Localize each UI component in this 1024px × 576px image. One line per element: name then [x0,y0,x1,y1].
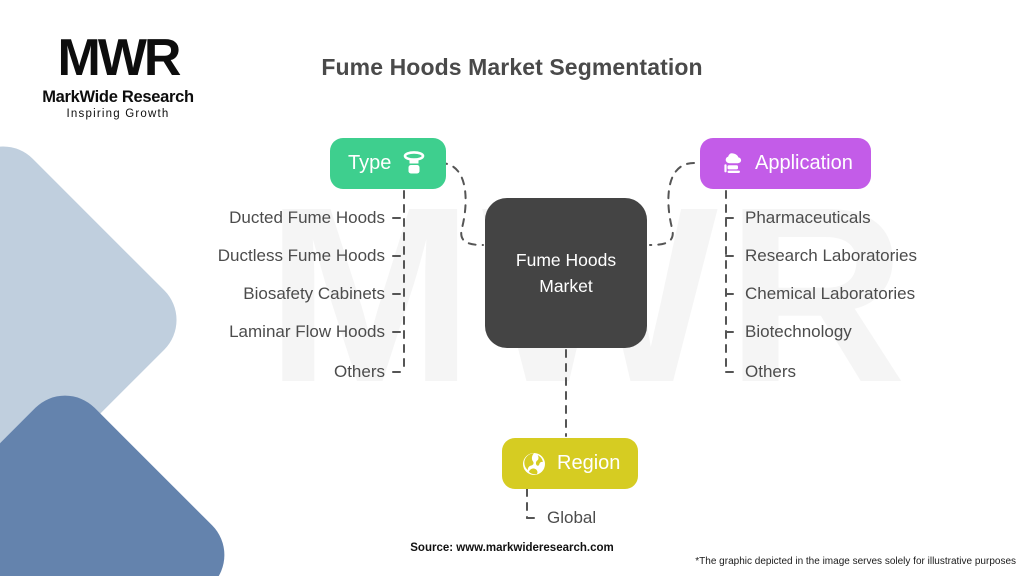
curve-application-to-center [649,162,695,246]
page-title: Fume Hoods Market Segmentation [321,54,703,80]
badge-type[interactable]: Type [330,138,447,189]
application-item-0: Pharmaceuticals [745,208,871,227]
application-item-3: Biotechnology [745,322,852,341]
globe-icon [523,452,545,475]
badge-region-label: Region [557,452,621,474]
disclaimer-text: *The graphic depicted in the image serve… [695,556,1016,567]
application-item-2: Chemical Laboratories [745,284,916,303]
type-item-3: Laminar Flow Hoods [229,322,385,341]
type-item-1: Ductless Fume Hoods [217,246,385,265]
curve-type-to-center [439,162,484,246]
logo-company-name: MarkWide Research [42,88,194,106]
type-item-0: Ducted Fume Hoods [229,208,385,227]
type-item-2: Biosafety Cabinets [243,284,385,303]
center-node-line2: Market [539,276,593,296]
badge-type-label: Type [348,152,392,174]
company-logo: MWR MarkWide Research Inspiring Growth [28,32,208,120]
application-item-4: Others [745,362,797,381]
badge-application[interactable]: Application [700,138,871,189]
logo-mark: MWR [57,29,182,87]
fume-hood-icon [404,150,425,173]
region-item-0: Global [547,508,597,527]
application-appliance-icon [724,152,742,173]
badge-application-label: Application [755,152,853,174]
badge-region[interactable]: Region [502,438,639,489]
source-line: Source: www.markwideresearch.com [410,542,614,554]
center-node: Fume Hoods Market [485,198,647,348]
type-item-4: Others [333,362,385,381]
center-node-line1: Fume Hoods [515,250,617,270]
application-item-1: Research Laboratories [745,246,917,265]
logo-tagline: Inspiring Growth [66,108,170,120]
